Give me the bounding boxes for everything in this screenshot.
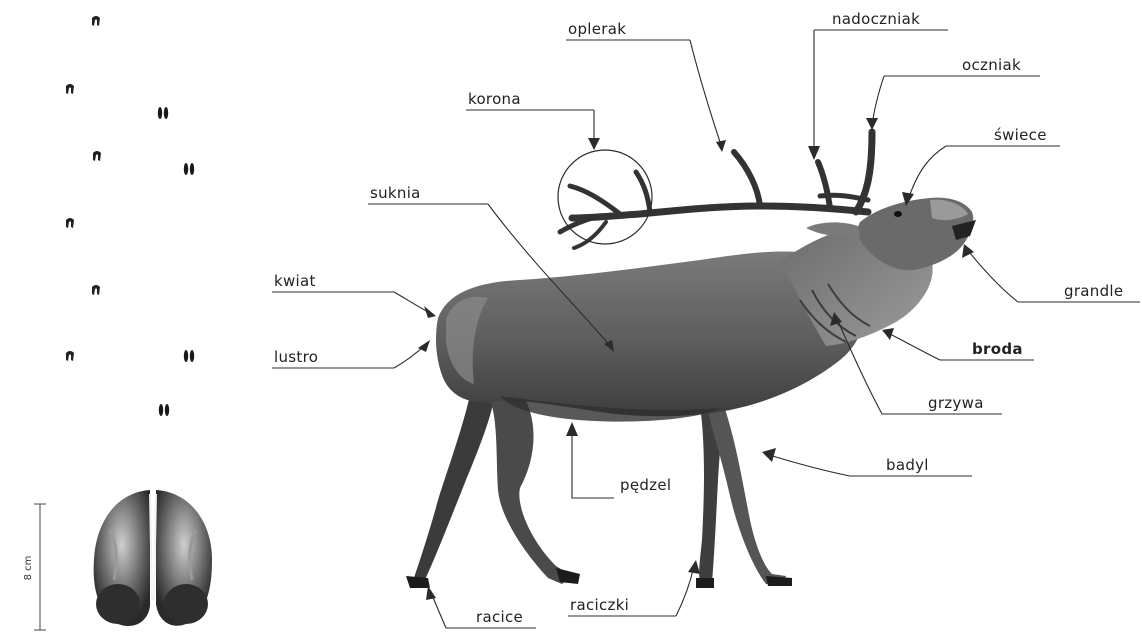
- hoof-track-icon: [158, 107, 194, 416]
- scale-label: 8 cm: [23, 556, 34, 581]
- label-oplerak: oplerak: [568, 20, 626, 38]
- label-oczniak: oczniak: [962, 56, 1021, 74]
- deer-illustration: [406, 132, 976, 588]
- label-raciczki: raciczki: [570, 596, 629, 614]
- label-suknia: suknia: [370, 184, 421, 202]
- label-kwiat: kwiat: [274, 272, 316, 290]
- label-grzywa: grzywa: [928, 394, 984, 412]
- hoof-track-icon: [66, 16, 101, 361]
- label-badyl: badyl: [886, 456, 929, 474]
- label-korona: korona: [468, 90, 521, 108]
- hoofprint-icon: [94, 490, 212, 626]
- label-broda: broda: [972, 340, 1023, 358]
- label-grandle: grandle: [1064, 282, 1123, 300]
- track-trail: [66, 16, 194, 416]
- label-pedzel: pędzel: [620, 476, 671, 494]
- label-lustro: lustro: [274, 348, 318, 366]
- label-swiece: świece: [994, 126, 1047, 144]
- crown-circle: [558, 150, 652, 244]
- label-racice: racice: [476, 608, 523, 626]
- label-nadoczniak: nadoczniak: [832, 10, 920, 28]
- scale-bar: 8 cm: [23, 504, 46, 630]
